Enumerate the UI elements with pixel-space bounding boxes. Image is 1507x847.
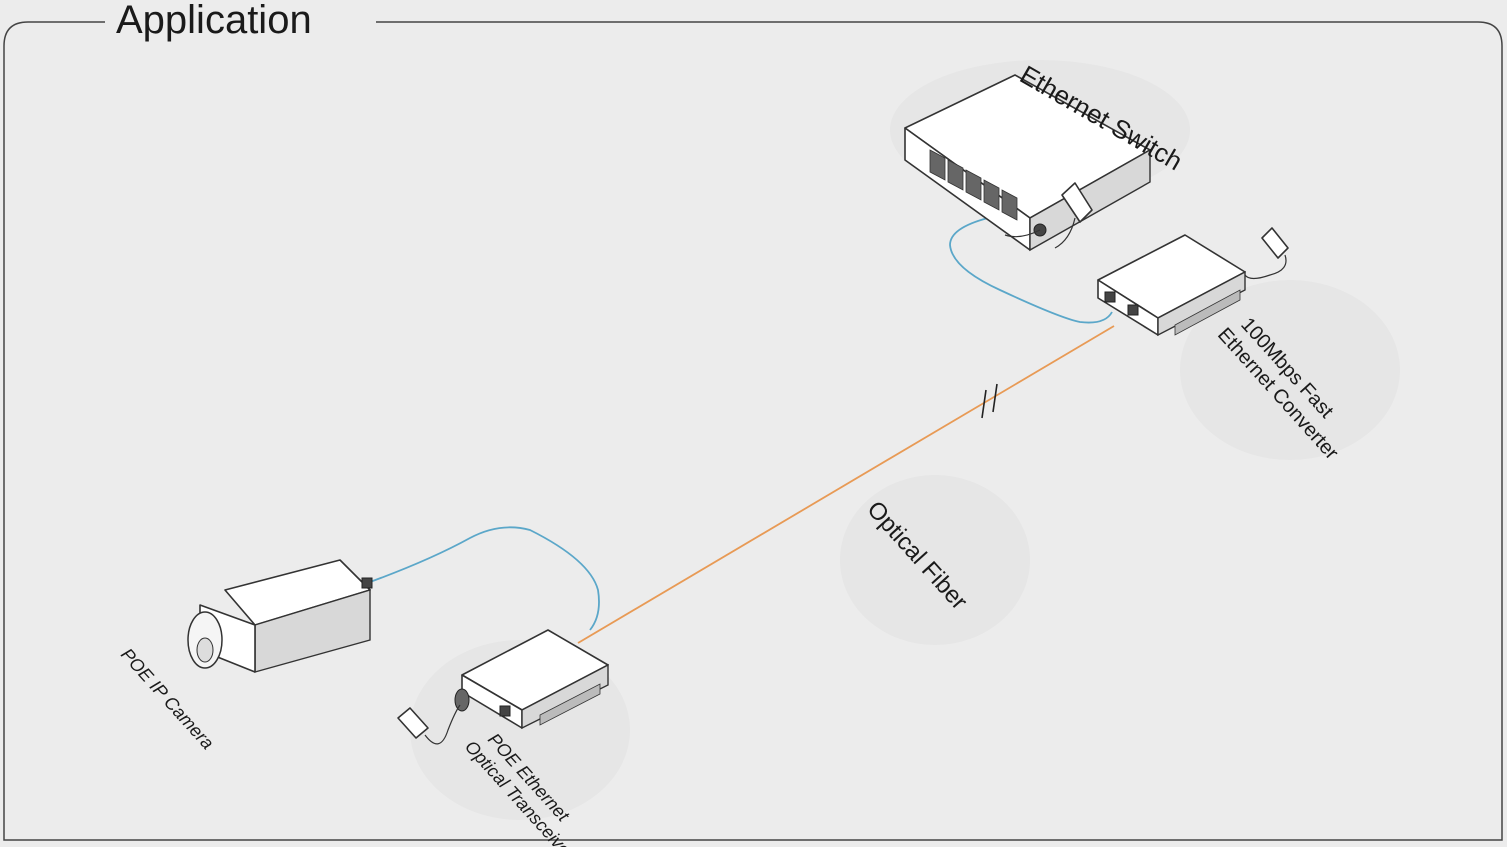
fiber-break-icon	[981, 383, 998, 419]
ethernet-cable-top	[949, 217, 1113, 324]
media-converter-icon	[454, 629, 609, 730]
diagram-title: Application	[116, 0, 312, 42]
ip-camera-icon	[187, 559, 373, 673]
ethernet-switch-icon	[904, 74, 1151, 252]
ethernet-cable-bottom	[369, 526, 600, 631]
power-adapter-icon	[397, 704, 461, 745]
frame-border	[3, 21, 1503, 841]
power-adapter-icon	[1054, 182, 1093, 249]
optical-fiber-cable	[577, 325, 1115, 644]
media-converter-icon	[1097, 234, 1246, 337]
power-adapter-icon	[1244, 227, 1289, 280]
